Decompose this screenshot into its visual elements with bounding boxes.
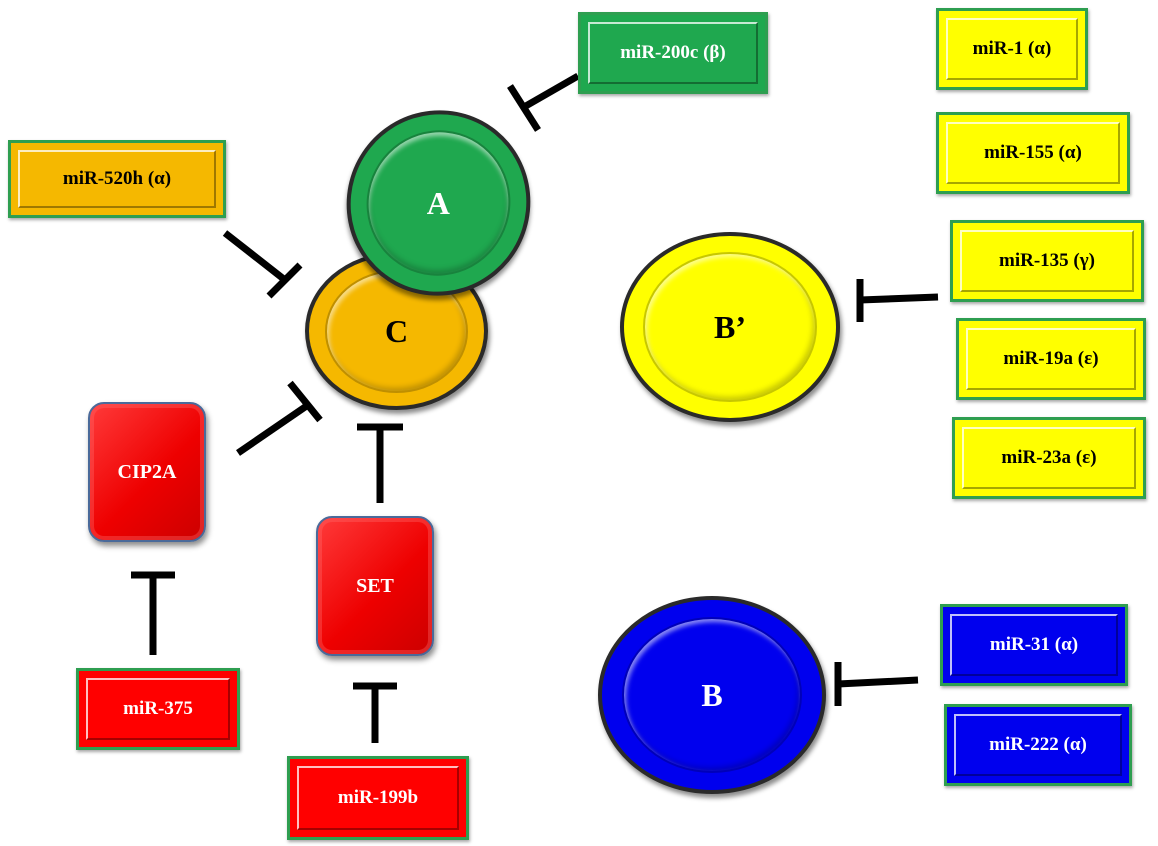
mirna-mir-31: miR-31 (α)	[940, 604, 1128, 686]
node-b-label: B	[701, 676, 723, 713]
mirna-mir-520h-label: miR-520h (α)	[62, 168, 172, 189]
edge-mir200c-to-a	[507, 72, 580, 132]
mirna-mir-23a-label: miR-23a (ε)	[1001, 447, 1097, 468]
regulator-cip2a-label: CIP2A	[117, 460, 177, 483]
mirna-mir-23a: miR-23a (ε)	[952, 417, 1146, 499]
mirna-mir-199b: miR-199b	[287, 756, 469, 840]
node-c-label: C	[384, 312, 409, 349]
edge-set-to-c	[357, 423, 403, 503]
mirna-mir-155-label: miR-155 (α)	[984, 142, 1082, 163]
mirna-mir-200c-label: miR-200c (β)	[620, 42, 726, 63]
mirna-mir-375: miR-375	[76, 668, 240, 750]
mirna-mir-19a-label: miR-19a (ε)	[1003, 348, 1099, 369]
edge-cip2a-to-c	[236, 380, 323, 456]
node-b-prime-label: B’	[714, 308, 746, 345]
mirna-mir-1-label: miR-1 (α)	[972, 38, 1052, 59]
mirna-mir-520h: miR-520h (α)	[8, 140, 226, 218]
mirna-mir-200c: miR-200c (β)	[578, 12, 768, 94]
regulator-set: SET	[316, 516, 434, 656]
node-b: B	[598, 596, 826, 794]
mirna-mir-222-label: miR-222 (α)	[989, 734, 1087, 755]
mirna-mir-31-label: miR-31 (α)	[989, 634, 1079, 655]
mirna-mir-222: miR-222 (α)	[944, 704, 1132, 786]
edge-mir375-to-cip2a	[131, 571, 175, 655]
mirna-mir-199b-label: miR-199b	[337, 787, 419, 808]
node-b-prime: B’	[620, 232, 840, 422]
mirna-mir-135: miR-135 (γ)	[950, 220, 1144, 302]
edge-mir520h-to-c	[222, 230, 303, 299]
mirna-mir-19a: miR-19a (ε)	[956, 318, 1146, 400]
edge-mir199b-to-set	[353, 682, 397, 743]
mirna-mir-375-label: miR-375	[123, 698, 193, 719]
mirna-mir-1: miR-1 (α)	[936, 8, 1088, 90]
regulator-set-label: SET	[356, 574, 394, 597]
mirna-mir-155: miR-155 (α)	[936, 112, 1130, 194]
edge-mir31-to-b	[834, 662, 919, 706]
edge-mir135-to-bprime	[856, 279, 939, 322]
mirna-mir-135-label: miR-135 (γ)	[999, 250, 1095, 271]
regulator-cip2a: CIP2A	[88, 402, 206, 542]
node-a-label: A	[426, 184, 451, 221]
